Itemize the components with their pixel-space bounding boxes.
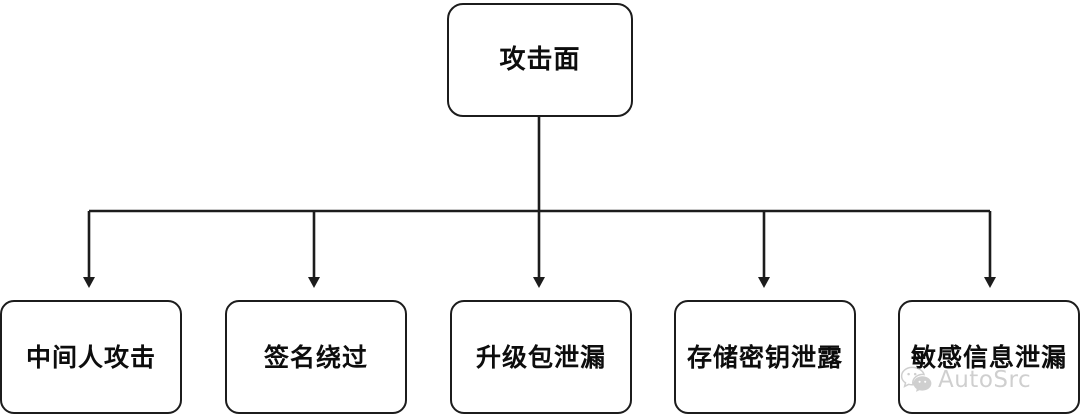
node-label-attack-surface: 攻击面 xyxy=(499,45,581,75)
arrowhead-3 xyxy=(758,277,770,288)
node-label-stored-key-leak: 存储密钥泄露 xyxy=(686,342,843,372)
arrowhead-0 xyxy=(83,277,95,288)
node-sensitive-info-leak[interactable]: 敏感信息泄漏 xyxy=(898,300,1080,414)
node-mitm[interactable]: 中间人攻击 xyxy=(0,300,182,414)
node-label-mitm: 中间人攻击 xyxy=(25,342,156,372)
arrowhead-2 xyxy=(533,277,545,288)
node-label-upgrade-leak: 升级包泄漏 xyxy=(475,342,606,372)
arrowhead-4 xyxy=(984,277,996,288)
node-label-signature-bypass: 签名绕过 xyxy=(263,342,368,372)
node-signature-bypass[interactable]: 签名绕过 xyxy=(225,300,407,414)
arrowhead-1 xyxy=(308,277,320,288)
node-label-sensitive-info-leak: 敏感信息泄漏 xyxy=(910,342,1067,372)
node-upgrade-leak[interactable]: 升级包泄漏 xyxy=(450,300,632,414)
node-stored-key-leak[interactable]: 存储密钥泄露 xyxy=(674,300,856,414)
node-attack-surface[interactable]: 攻击面 xyxy=(447,3,633,117)
